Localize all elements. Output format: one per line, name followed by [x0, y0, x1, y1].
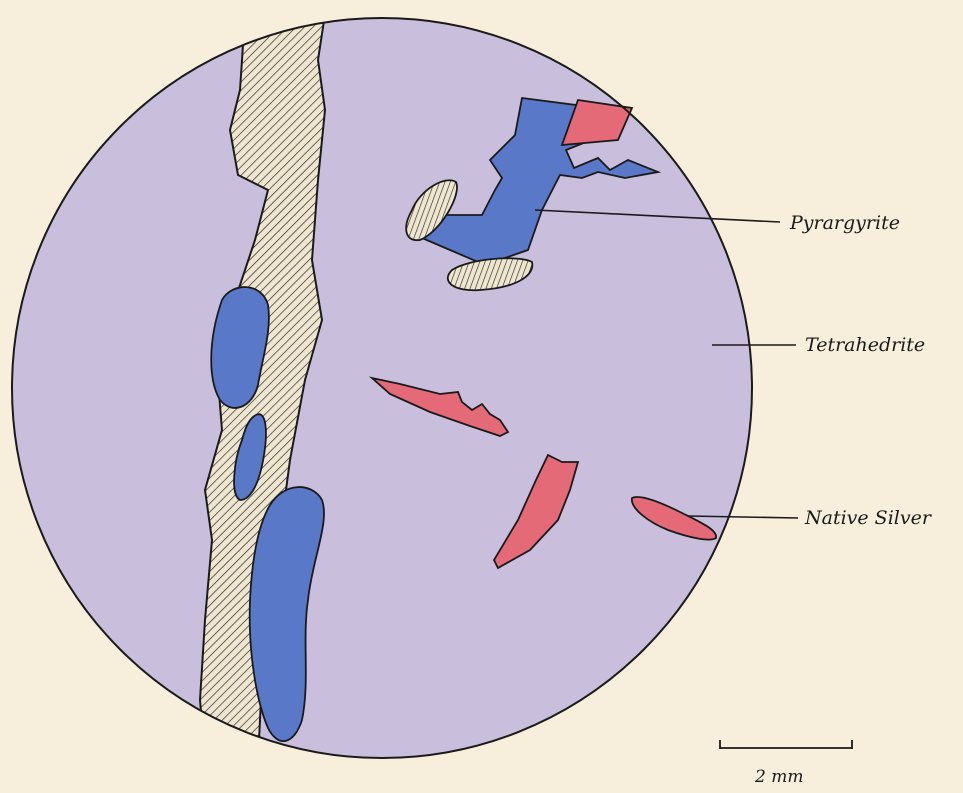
scale-bar: 2 mm [720, 740, 852, 787]
label-pyrargyrite: Pyrargyrite [789, 212, 900, 234]
label-tetrahedrite: Tetrahedrite [805, 334, 925, 356]
label-native-silver: Native Silver [804, 507, 933, 529]
scale-bar-label: 2 mm [754, 767, 803, 787]
